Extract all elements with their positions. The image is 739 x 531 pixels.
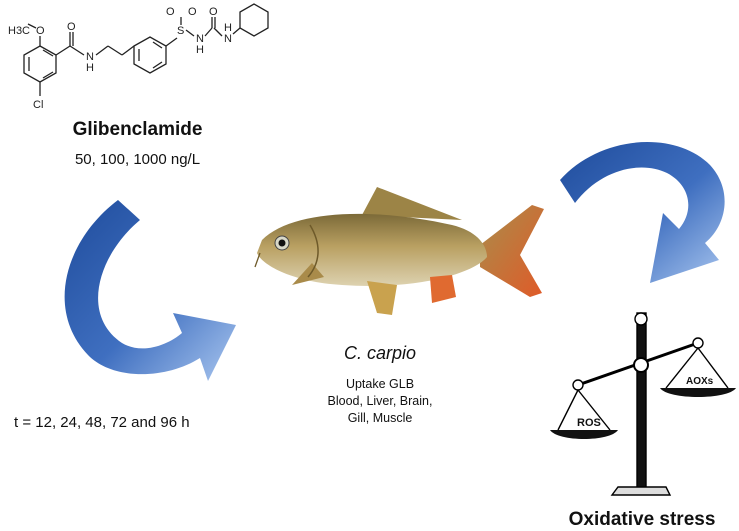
atom-urea-n1: N (196, 33, 204, 45)
atom-sulfonyl-o1: O (166, 6, 175, 18)
outcome-title: Oxidative stress (568, 509, 716, 530)
atom-urea-n2: N (224, 33, 232, 45)
carp-fish-icon (254, 187, 544, 315)
atom-ether-o: O (36, 25, 45, 37)
atom-amide-h: H (86, 62, 94, 74)
atom-sulfonyl-o2: O (188, 6, 197, 18)
atom-urea-h1: H (196, 44, 204, 56)
exposure-times: t = 12, 24, 48, 72 and 96 h (14, 414, 190, 431)
ros-label: ROS (577, 417, 601, 429)
atom-chloro: Cl (33, 99, 43, 111)
aoxs-label: AOXs (686, 376, 714, 387)
compound-concentrations: 50, 100, 1000 ng/L (74, 151, 201, 168)
atom-methoxy: H3C (8, 25, 30, 37)
compound-name: Glibenclamide (72, 119, 203, 140)
atom-urea-o: O (209, 6, 218, 18)
uptake-line: Blood, Liver, Brain, (327, 394, 433, 408)
organism-name: C. carpio (343, 343, 417, 363)
uptake-description: Uptake GLB Blood, Liver, Brain, Gill, Mu… (290, 376, 470, 427)
glibenclamide-structure: H3C O O N H Cl S O O O N H N H (8, 3, 269, 111)
atom-urea-h2: H (224, 22, 232, 34)
curved-arrow-left-icon (64, 200, 236, 381)
curved-arrow-right-icon (560, 142, 725, 283)
atom-sulfonyl-s: S (177, 25, 184, 37)
uptake-line: Uptake GLB (345, 377, 415, 391)
balance-scale-icon: ROS AOXs (550, 312, 736, 496)
atom-amide-n: N (86, 51, 94, 63)
uptake-line: Gill, Muscle (347, 411, 413, 425)
atom-carbonyl-o: O (67, 21, 76, 33)
